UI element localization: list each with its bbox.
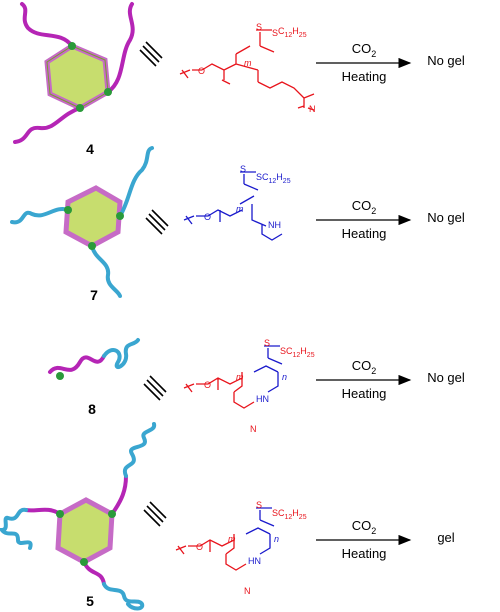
amine-label: N (309, 104, 316, 114)
end-group-label: C12H25 (278, 26, 307, 39)
result-label: No gel (427, 53, 465, 68)
condition-heating: Heating (342, 226, 387, 241)
compound-number: 8 (88, 401, 96, 417)
star-polymer-cartoon-7 (10, 146, 154, 298)
equivalence-symbol (145, 209, 169, 235)
compound-number: 7 (90, 287, 98, 303)
condition-heating: Heating (342, 386, 387, 401)
repeat-m-label: m (244, 58, 252, 68)
end-group-label: C12H25 (278, 508, 307, 521)
condition-co2: CO2 (352, 41, 377, 59)
chem-structure-8: O S S (183, 338, 286, 409)
row-compound-7: O S S C12H25 m NH CO2 Heating No gel 7 (10, 146, 465, 303)
amide-label: NH (268, 220, 281, 230)
ester-oxygen-label: O (204, 212, 211, 222)
repeat-n-label: n (282, 372, 287, 382)
result-label: No gel (427, 210, 465, 225)
chem-structure-5: O S S (175, 500, 278, 571)
row-compound-8: O S S C12H25 m n HN N CO2 Heating No gel… (48, 338, 465, 434)
sulfur-label: S (256, 500, 262, 510)
sulfur-label-2: S (280, 346, 286, 356)
equivalence-symbol (143, 375, 167, 401)
chem-structure-4: O S S (179, 22, 315, 111)
star-polymer-cartoon-4 (13, 2, 135, 144)
equivalence-symbol (139, 41, 163, 67)
star-block-copolymer-cartoon-5 (0, 422, 157, 611)
ester-oxygen-label: O (198, 66, 205, 76)
amide-label: HN (256, 394, 269, 404)
row-compound-5: O S S C12H25 m n HN N CO2 Heating gel 5 (0, 422, 455, 611)
sulfur-label-2: S (256, 172, 262, 182)
condition-heating: Heating (342, 69, 387, 84)
linear-polymer-cartoon-8 (48, 338, 140, 380)
condition-co2: CO2 (352, 518, 377, 536)
repeat-m-label: m (236, 204, 244, 214)
end-group-label: C12H25 (286, 346, 315, 359)
end-group-label: C12H25 (262, 172, 291, 185)
amide-label: HN (248, 556, 261, 566)
condition-co2: CO2 (352, 198, 377, 216)
compound-number: 5 (86, 593, 94, 609)
row-compound-4: O S S C12H25 m N CO2 Heating No gel 4 (13, 2, 465, 157)
condition-co2: CO2 (352, 358, 377, 376)
ester-oxygen-label: O (196, 542, 203, 552)
sulfur-label: S (256, 22, 262, 32)
repeat-m-label: m (236, 372, 244, 382)
amine-label: N (244, 586, 251, 596)
sulfur-label: S (240, 164, 246, 174)
amine-label: N (250, 424, 257, 434)
result-label: No gel (427, 370, 465, 385)
sulfur-label-2: S (272, 508, 278, 518)
sulfur-label: S (264, 338, 270, 348)
chem-structure-7: O S S (183, 164, 283, 241)
compound-number: 4 (86, 141, 94, 157)
condition-heating: Heating (342, 546, 387, 561)
sulfur-label-2: S (272, 28, 278, 38)
result-label: gel (437, 530, 454, 545)
repeat-n-label: n (274, 534, 279, 544)
repeat-m-label: m (228, 534, 236, 544)
equivalence-symbol (143, 501, 167, 527)
ester-oxygen-label: O (204, 380, 211, 390)
